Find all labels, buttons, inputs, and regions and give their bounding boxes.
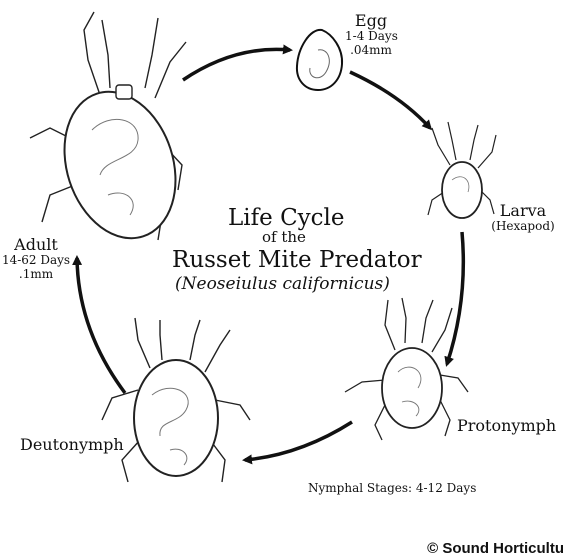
arrow-protonymph-to-deutonymph (245, 422, 352, 460)
egg-name: Egg (345, 12, 397, 30)
egg-size: .04mm (345, 44, 397, 58)
adult-mite-illustration (30, 12, 194, 253)
adult-label: Adult 14-62 Days .1mm (0, 236, 72, 282)
adult-size: .1mm (0, 268, 72, 282)
arrow-deutonymph-to-adult (77, 258, 125, 393)
arrow-larva-to-protonymph (447, 232, 463, 364)
arrow-adult-to-egg (183, 49, 290, 80)
title-line-2: of the (262, 229, 306, 246)
deutonymph-illustration (102, 318, 250, 482)
protonymph-illustration (345, 298, 468, 440)
egg-label: Egg 1-4 Days .04mm (345, 12, 397, 58)
arrow-egg-to-larva (350, 72, 430, 128)
protonymph-label: Protonymph (457, 417, 556, 435)
title-line-3: Russet Mite Predator (172, 247, 422, 273)
larva-note: (Hexapod) (490, 220, 556, 234)
deutonymph-label: Deutonymph (20, 436, 124, 454)
egg-duration: 1-4 Days (345, 30, 397, 44)
adult-duration: 14-62 Days (0, 254, 72, 268)
egg-illustration (297, 30, 342, 90)
nymphal-stages-duration: Nymphal Stages: 4-12 Days (308, 482, 476, 496)
larva-label: Larva (Hexapod) (490, 202, 556, 234)
scientific-name: (Neoseiulus californicus) (175, 275, 390, 295)
larva-illustration (428, 122, 496, 218)
larva-name: Larva (490, 202, 556, 220)
adult-name: Adult (0, 236, 72, 254)
copyright-credit: © Sound Horticultu (427, 540, 564, 557)
